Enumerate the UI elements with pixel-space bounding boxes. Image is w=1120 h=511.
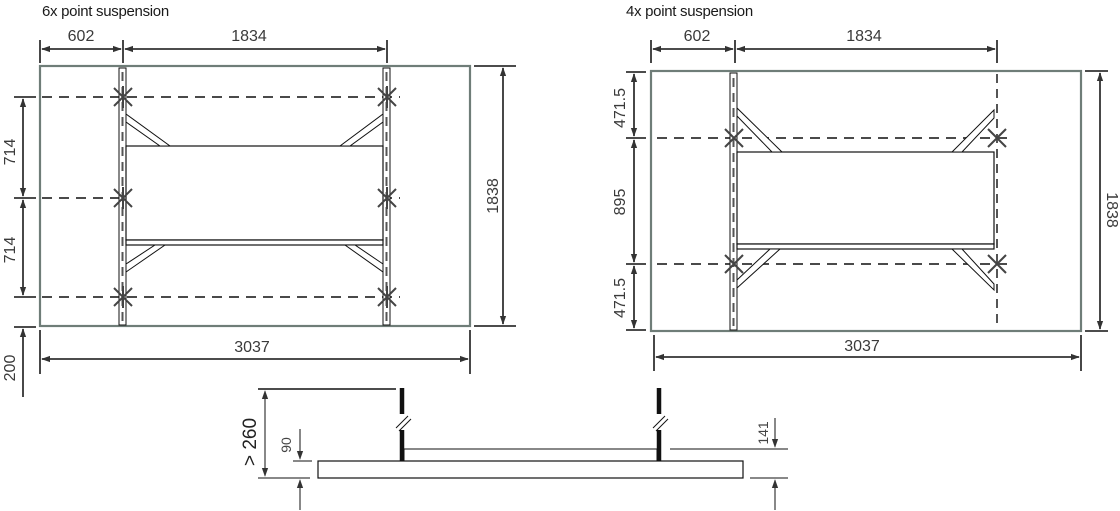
- right-dim-895: 895: [612, 189, 629, 216]
- right-dim-1834: 1834: [846, 28, 882, 45]
- right-dim-471-5-top: 471.5: [612, 88, 629, 128]
- left-ceiling-panel: [38, 64, 472, 328]
- left-inner-panel: [125, 145, 384, 241]
- left-top-dimensions: 602 1834: [39, 28, 388, 63]
- left-dim-3037: 3037: [234, 339, 270, 356]
- suspension-point-icon: [113, 86, 397, 308]
- suspension-point-icon: [724, 128, 1007, 274]
- left-dim-1834: 1834: [231, 28, 267, 45]
- section-ceiling-panel: [317, 460, 744, 479]
- right-dim-3037: 3037: [844, 338, 880, 355]
- left-dim-200: 200: [2, 355, 19, 382]
- section-view: > 260 90 141: [240, 388, 788, 510]
- right-vertical-dimensions: 471.5 895 471.5: [612, 71, 646, 331]
- section-dim-90: 90: [278, 437, 294, 453]
- section-dim-141: 141: [755, 421, 771, 445]
- section-dim-clearance: > 260: [240, 418, 261, 466]
- right-top-dimensions: 602 1834: [650, 28, 998, 63]
- left-dim-714-top: 714: [2, 139, 19, 166]
- left-dim-714-bottom: 714: [2, 237, 19, 264]
- left-dim-602: 602: [68, 28, 95, 45]
- right-view-4x-suspension: 4x point suspension 602 1834: [612, 3, 1120, 371]
- right-dim-471-5-bottom: 471.5: [612, 278, 629, 318]
- left-dim-1838: 1838: [485, 178, 502, 214]
- right-dim-602: 602: [684, 28, 711, 45]
- right-ceiling-panel: [649, 69, 1083, 333]
- left-vertical-dimensions: 714 714 200: [2, 96, 36, 397]
- right-dim-1838: 1838: [1103, 192, 1120, 228]
- right-view-title: 4x point suspension: [626, 3, 753, 20]
- right-inner-panel: [736, 151, 995, 245]
- section-rail: [403, 448, 658, 462]
- left-view-title: 6x point suspension: [42, 3, 169, 20]
- left-view-6x-suspension: 6x point suspension 602 1834: [2, 3, 516, 397]
